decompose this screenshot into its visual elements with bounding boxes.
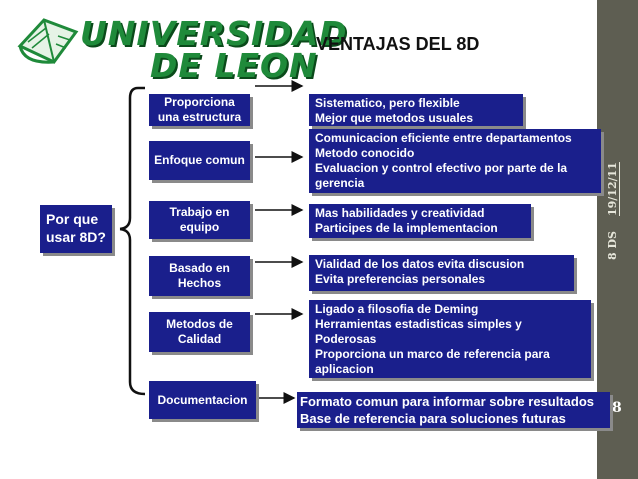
- description-line: Proporciona un marco de referencia para …: [315, 347, 550, 376]
- description-line: Comunicacion eficiente entre departament…: [315, 131, 572, 145]
- description-line: Formato comun para informar sobre result…: [300, 394, 595, 409]
- description-box-estructura: Sistematico, pero flexible Mejor que met…: [309, 94, 523, 126]
- description-box-documentacion: Formato comun para informar sobre result…: [297, 392, 610, 428]
- category-box-metodos: Metodos de Calidad: [149, 312, 250, 352]
- category-box-documentacion: Documentacion: [149, 381, 256, 419]
- description-box-enfoque: Comunicacion eficiente entre departament…: [309, 129, 601, 193]
- description-line: Mejor que metodos usuales: [315, 111, 474, 125]
- brace-bottom: [119, 227, 146, 396]
- description-line: Vialidad de los datos evita discusion: [315, 257, 525, 271]
- category-box-hechos: Basado en Hechos: [149, 256, 250, 296]
- description-box-metodos: Ligado a filosofia de Deming Herramienta…: [309, 300, 591, 378]
- logo-text-de-leon: DE LEON: [150, 46, 318, 85]
- description-box-trabajo: Mas habilidades y creatividad Participes…: [309, 204, 531, 238]
- brace-top: [119, 86, 145, 231]
- category-box-enfoque: Enfoque comun: [149, 141, 250, 180]
- question-box: Por que usar 8D?: [40, 205, 112, 253]
- category-box-estructura: Proporciona una estructura: [149, 94, 250, 126]
- description-line: Participes de la implementacion: [315, 221, 498, 235]
- description-line: Base de referencia para soluciones futur…: [300, 411, 566, 426]
- description-box-hechos: Vialidad de los datos evita discusion Ev…: [309, 255, 574, 291]
- description-line: Metodo conocido: [315, 146, 415, 160]
- page-title: VENTAJAS DEL 8D: [316, 34, 480, 54]
- category-box-trabajo: Trabajo en equipo: [149, 201, 250, 239]
- description-line: Evaluacion y control efectivo por parte …: [315, 161, 568, 190]
- description-line: Mas habilidades y creatividad: [315, 206, 485, 220]
- description-line: Ligado a filosofia de Deming: [315, 302, 479, 316]
- open-book-logo-icon: [17, 18, 79, 64]
- description-line: Herramientas estadisticas simples y Pode…: [315, 317, 522, 346]
- description-line: Evita preferencias personales: [315, 272, 486, 286]
- description-line: Sistematico, pero flexible: [315, 96, 460, 110]
- logo-text-universidad: UNIVERSIDAD: [80, 14, 348, 53]
